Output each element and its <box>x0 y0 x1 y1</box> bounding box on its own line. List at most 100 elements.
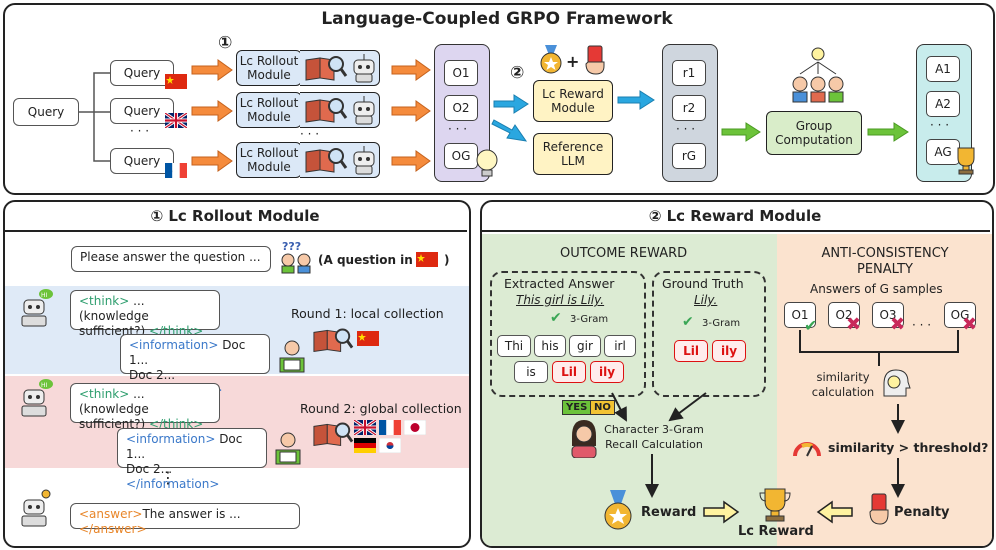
info-text-2: Doc 2... <box>129 368 176 382</box>
query-dots: · · · <box>130 124 150 138</box>
think-bubble-1: <think> ...(knowledge sufficient?) </thi… <box>70 290 220 338</box>
advantage-dots: · · · <box>930 118 950 132</box>
svg-text:???: ??? <box>282 240 301 253</box>
uk-flag-icon <box>165 113 187 128</box>
red-card-hand-icon <box>869 493 889 525</box>
lc-reward-module-box: Lc Reward Module <box>533 80 613 122</box>
confused-people-icon: ??? <box>281 240 311 274</box>
extracted-answer-title: Extracted Answer <box>504 276 615 291</box>
advantage-g: AG <box>926 139 960 165</box>
sample-o1: O1 <box>784 302 816 328</box>
trophy-icon <box>957 147 975 175</box>
cross-icon: ✖ <box>890 314 906 335</box>
robot-icon <box>353 54 375 83</box>
framework-title: Language-Coupled GRPO Framework <box>321 9 673 29</box>
check-icon: ✔ <box>550 310 562 326</box>
lc-reward-label: Lc Reward <box>738 524 814 539</box>
think-open-tag: <think> <box>79 294 130 308</box>
think-close-tag: </think> <box>148 417 204 431</box>
rollout-title-divider <box>5 230 467 232</box>
book-magnifier-icon <box>305 56 348 81</box>
group-computation-box: Group Computation <box>766 111 862 155</box>
think-open-tag: <think> <box>79 387 130 401</box>
cross-icon: ✖ <box>846 314 862 335</box>
answer-close-tag: </answer> <box>79 522 147 536</box>
query-main-box: Query <box>13 98 79 126</box>
outcome-reward-bg <box>482 234 777 546</box>
threshold-label: similarity > threshold? <box>828 440 989 455</box>
outcome-reward-title: OUTCOME REWARD <box>560 246 688 261</box>
output-dots: · · · <box>448 122 468 136</box>
brain-lightbulb-icon <box>883 369 911 397</box>
rollout-module-2: Lc Rollout Module <box>236 92 302 128</box>
robot-icon <box>353 146 375 175</box>
reward-label: Reward <box>641 505 697 520</box>
info-open-tag: <information> <box>126 432 216 446</box>
info-text-1: Doc 1... <box>126 432 243 461</box>
output-1: O1 <box>444 60 478 86</box>
query-box-1: Query <box>110 60 174 86</box>
rollout-panel-title: ① Lc Rollout Module <box>150 207 320 225</box>
advantage-2: A2 <box>926 91 960 117</box>
step-2-marker: ② <box>510 63 525 83</box>
truth-gram-label: 3-Gram <box>702 318 741 329</box>
round-2-label: Round 2: global collection <box>300 401 462 416</box>
lightbulb-head-icon <box>476 149 498 177</box>
robot-idea-icon <box>21 489 51 527</box>
reading-person-icon <box>275 432 301 465</box>
sample-og: OG <box>944 302 976 328</box>
token-is: is <box>514 361 548 383</box>
svg-text:HI: HI <box>41 382 48 389</box>
ground-truth-box <box>652 271 766 397</box>
medal-icon <box>604 490 632 530</box>
penalty-title: ANTI-CONSISTENCY PENALTY <box>821 246 949 277</box>
robot-icon <box>353 96 375 125</box>
reward-panel-title: ② Lc Reward Module <box>648 207 822 225</box>
svg-text:HI: HI <box>41 292 48 299</box>
step-1-marker: ① <box>218 33 233 53</box>
token-his: his <box>534 335 566 357</box>
query-box-3: Query <box>110 148 174 174</box>
book-magnifier-icon <box>313 422 354 447</box>
rollout-vdots: ⋮ <box>160 468 176 487</box>
extracted-answer-box <box>490 271 646 397</box>
recall-calculation-label: Character 3-Gram Recall Calculation <box>604 423 704 451</box>
samples-dots: · · · <box>912 318 932 332</box>
token-lil: Lil <box>552 361 586 383</box>
penalty-label: Penalty <box>894 505 950 520</box>
token-thi: Thi <box>497 335 531 357</box>
check-icon: ✔ <box>682 314 694 330</box>
china-flag-icon <box>165 74 187 89</box>
korea-flag-icon <box>379 438 401 453</box>
plus-sign: + <box>566 52 580 71</box>
info-text-2: Doc 2... <box>126 462 173 476</box>
red-card-icon <box>585 45 605 75</box>
extracted-gram-label: 3-Gram <box>570 314 609 325</box>
truth-token-lil: Lil <box>674 340 708 362</box>
advantage-1: A1 <box>926 56 960 82</box>
people-lightbulb-icon <box>792 47 844 103</box>
medal-icon <box>540 45 562 74</box>
ground-truth-sentence: Lily. <box>694 293 718 307</box>
reading-person-icon <box>279 340 305 373</box>
info-text-1: Doc 1... <box>129 338 246 367</box>
question-note-prefix: (A question in <box>318 253 413 267</box>
book-magnifier-icon <box>305 148 348 173</box>
answer-text: The answer is ... <box>142 507 241 521</box>
trophy-icon <box>759 488 791 522</box>
answers-of-g-label: Answers of G samples <box>810 282 943 296</box>
no-badge: NO <box>590 400 615 415</box>
china-flag-icon <box>357 331 379 346</box>
sample-o3: O3 <box>872 302 904 328</box>
think-text-1: ...(knowledge <box>79 387 149 416</box>
reward-1: r1 <box>672 60 706 86</box>
reward-g: rG <box>672 143 706 169</box>
china-flag-icon <box>416 252 438 267</box>
round-1-label: Round 1: local collection <box>291 306 444 321</box>
woman-icon <box>571 420 597 458</box>
answer-open-tag: <answer> <box>79 507 143 521</box>
book-magnifier-icon <box>305 98 348 123</box>
token-irl: irl <box>604 335 636 357</box>
check-icon: ✔ <box>804 316 818 335</box>
token-gir: gir <box>569 335 601 357</box>
